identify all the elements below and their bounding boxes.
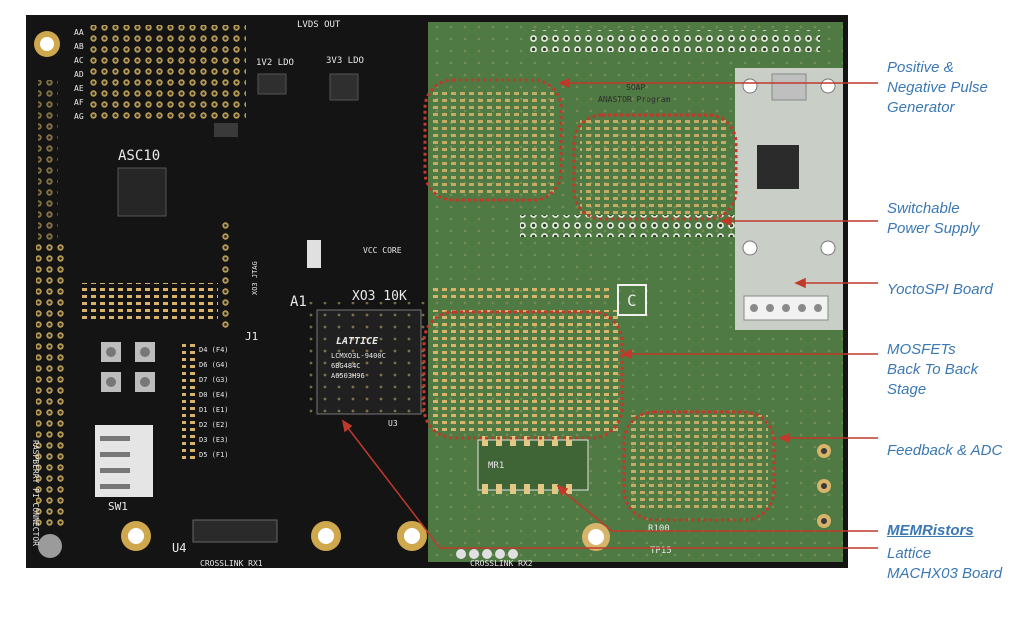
svg-text:C: C — [627, 291, 637, 310]
label-r100: R100 — [648, 524, 670, 534]
label-chip-lot: A6503H96 — [331, 372, 365, 380]
label-led-d7: D7 (G3) — [199, 376, 229, 384]
label-j1: J1 — [245, 330, 258, 343]
callout-mosfets: MOSFETs Back To Back Stage — [887, 341, 979, 398]
label-pin-ag: AG — [74, 112, 84, 121]
highlight-pulse-generator — [423, 78, 563, 202]
label-tp15: TP15 — [650, 546, 672, 556]
label-crosslink-rx1: CROSSLINK RX1 — [200, 559, 263, 568]
label-mr1: MR1 — [488, 461, 504, 471]
label-led-d3: D3 (E3) — [199, 436, 229, 444]
proto-grid — [86, 25, 246, 120]
label-pin-ad: AD — [74, 70, 84, 79]
callout-power-supply: Switchable Power Supply — [887, 200, 980, 237]
label-pin-aa: AA — [74, 28, 84, 37]
callout-memristors: MEMRistors — [887, 522, 974, 539]
label-soap: SOAP — [626, 83, 645, 92]
label-chip-pkg: 6BG484C — [331, 362, 361, 370]
label-lvds-out: LVDS OUT — [297, 20, 341, 30]
mounting-holes — [34, 31, 427, 558]
connector-j1 — [218, 220, 232, 330]
label-xo3-10k: XO3 10K — [352, 289, 407, 304]
highlight-feedback-adc — [622, 410, 776, 522]
logo-square — [617, 284, 647, 316]
tactile-switches — [101, 342, 155, 392]
label-chip-brand: LATTICE — [336, 336, 379, 347]
label-rpi-connector: RASPBERRY PI CONNECTOR — [31, 440, 40, 546]
callout-feedback-adc: Feedback & ADC — [887, 442, 1003, 459]
label-chip-part: LCMXO3L-9400C — [331, 352, 386, 360]
label-ldo-1v2: 1V2 LDO — [256, 58, 294, 68]
label-pin-ac: AC — [74, 56, 84, 65]
callout-lattice-board: Lattice MACHX03 Board — [887, 545, 1003, 582]
rpi-header — [36, 240, 64, 530]
label-sw1: SW1 — [108, 500, 128, 513]
label-led-d4: D4 (F4) — [199, 346, 229, 354]
yoctospi-board — [735, 68, 843, 330]
label-led-d6: D6 (G4) — [199, 361, 229, 369]
label-led-d2: D2 (E2) — [199, 421, 229, 429]
callout-yoctospi-board: YoctoSPI Board — [887, 281, 993, 298]
label-asc10: ASC10 — [118, 148, 160, 164]
highlight-power-supply — [572, 113, 738, 221]
label-u3: U3 — [388, 419, 398, 428]
highlight-mosfets — [422, 310, 624, 440]
leader-lines — [341, 77, 878, 549]
label-xo3-jtag: XO3 JTAG — [251, 261, 259, 295]
label-pin-af: AF — [74, 98, 84, 107]
silkscreen-labels: LVDS OUT 1V2 LDO 3V3 LDO ASC10 A1 XO3 10… — [31, 20, 672, 568]
label-crosslink-rx2: CROSSLINK RX2 — [470, 559, 533, 568]
label-pin-ae: AE — [74, 84, 84, 93]
asc10-chip — [117, 167, 167, 217]
label-u4: U4 — [172, 541, 186, 555]
memristor-chip — [477, 439, 589, 491]
label-led-d5: D5 (F1) — [199, 451, 229, 459]
label-led-d0: D0 (E4) — [199, 391, 229, 399]
label-led-d1: D1 (E1) — [199, 406, 229, 414]
label-vcc-core: VCC CORE — [363, 246, 402, 255]
label-pin-ab: AB — [74, 42, 84, 51]
label-ldo-3v3: 3V3 LDO — [326, 56, 364, 66]
label-anastor: ANASTOR Program — [598, 95, 670, 104]
highlight-regions — [422, 78, 776, 522]
label-a1: A1 — [290, 294, 307, 310]
callout-pulse-generator: Positive & Negative Pulse Generator — [887, 59, 988, 116]
